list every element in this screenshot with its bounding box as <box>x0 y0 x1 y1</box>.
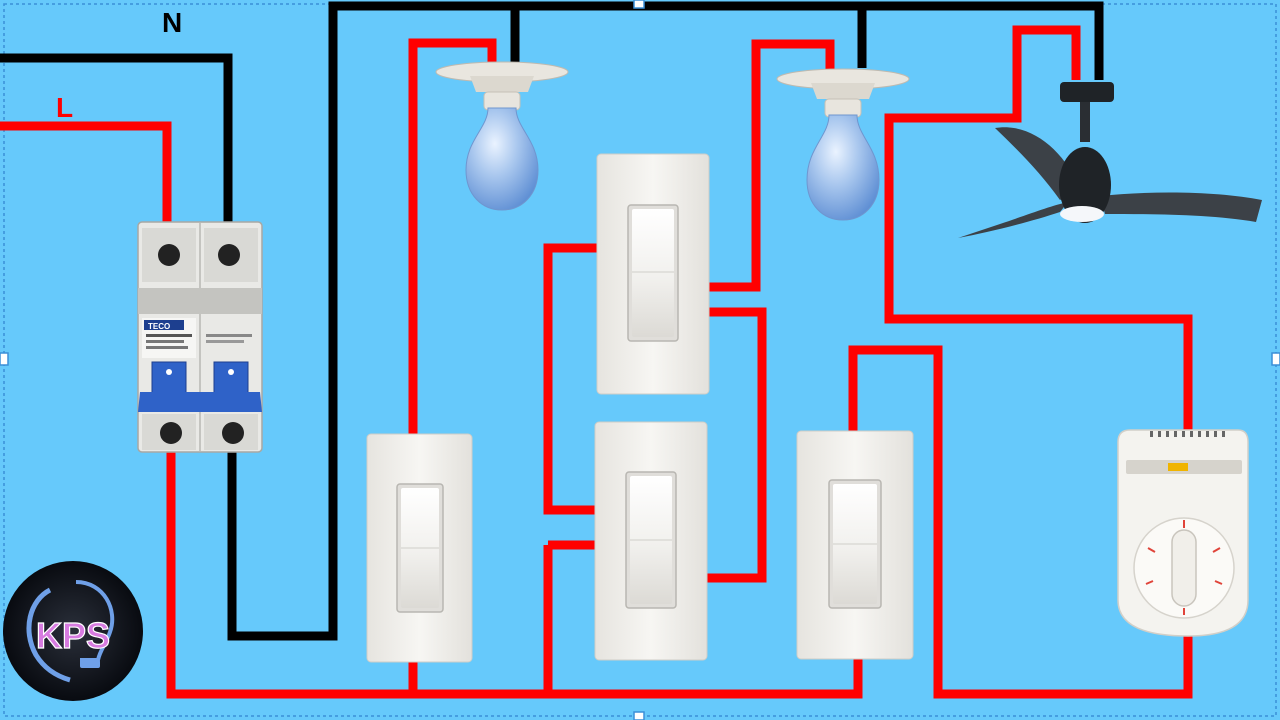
bulb-icon <box>776 68 910 221</box>
live-wire-two-way-strap-1 <box>543 243 598 515</box>
live-wire-regulator-to-fan <box>884 25 1193 432</box>
breaker-handle-2 <box>213 361 249 397</box>
switch-icon[interactable] <box>796 430 914 660</box>
breaker-terminal-top-n <box>218 244 240 266</box>
live-wire-breaker-out <box>166 428 863 699</box>
live-wire-switch-2-to-bulb-2 <box>707 39 835 292</box>
switch-icon[interactable] <box>594 421 708 661</box>
breaker-terminal-bottom-l <box>160 422 182 444</box>
live-label: L <box>56 92 73 123</box>
neutral-wires <box>0 1 1104 641</box>
breaker-terminal-bottom-n <box>222 422 244 444</box>
breaker-terminal-top-l <box>158 244 180 266</box>
switch-rocker[interactable] <box>632 209 674 337</box>
neutral-label: N <box>162 7 182 38</box>
bulb-icon <box>435 61 569 211</box>
fan-regulator-icon[interactable] <box>1117 429 1249 637</box>
switch-icon[interactable] <box>366 433 473 663</box>
neutral-wire-input <box>0 53 233 252</box>
breaker-handle-1 <box>151 361 187 397</box>
regulator-knob[interactable] <box>1171 529 1197 607</box>
live-wire-two-way-strap-2 <box>707 307 767 583</box>
live-wire-input <box>0 121 172 250</box>
live-wire-switch-4-to-regulator <box>848 345 1193 699</box>
kps-logo: KPS <box>3 561 143 701</box>
live-wire-switch-1-to-bulb-1 <box>408 38 497 438</box>
neutral-wire-breaker-out <box>227 1 1104 641</box>
breaker-brand: TECO <box>148 322 170 331</box>
ceiling-fan-icon <box>958 82 1262 238</box>
live-wires <box>0 25 1193 699</box>
circuit-breaker-icon: TECO <box>137 221 263 453</box>
logo-text: KPS <box>36 615 110 656</box>
switch-icon[interactable] <box>596 153 710 395</box>
